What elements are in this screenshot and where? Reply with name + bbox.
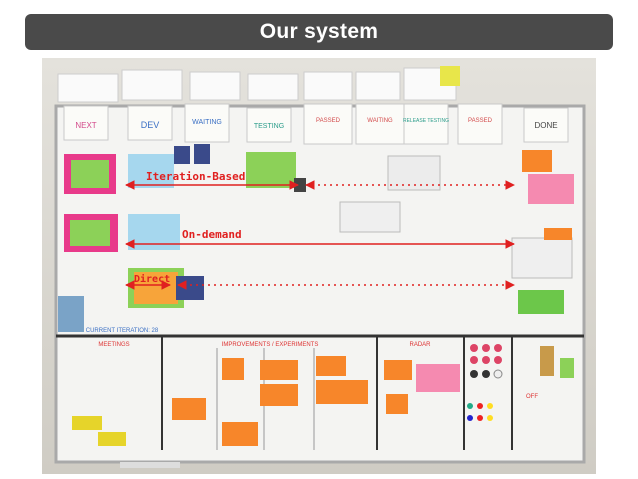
section-radar: RADAR	[409, 342, 431, 348]
section-meetings: MEETINGS	[98, 342, 129, 348]
slide-title-bar: Our system	[25, 14, 613, 50]
label-iteration-based: Iteration-Based	[146, 170, 245, 183]
col-label-0: NEXT	[75, 121, 96, 130]
col-label-6: RELEASE TESTING	[403, 118, 449, 124]
current-iteration: CURRENT ITERATION: 28	[86, 328, 159, 334]
label-direct: Direct	[134, 273, 170, 285]
slide-title: Our system	[259, 20, 379, 43]
col-label-8: DONE	[534, 121, 557, 130]
board-illustration: NEXT DEV WAITING TESTING PASSED WAITING …	[42, 58, 596, 474]
label-on-demand: On-demand	[182, 228, 242, 241]
col-label-3: TESTING	[254, 123, 284, 130]
flow-arrows	[125, 180, 515, 290]
col-label-5: WAITING	[367, 118, 393, 124]
section-off: OFF	[526, 394, 538, 400]
kanban-board-photo: NEXT DEV WAITING TESTING PASSED WAITING …	[42, 58, 596, 474]
col-label-1: DEV	[141, 120, 160, 130]
col-label-7: PASSED	[468, 118, 493, 124]
col-label-4: PASSED	[316, 118, 341, 124]
col-label-2: WAITING	[192, 119, 222, 126]
column-headers: NEXT DEV WAITING TESTING PASSED WAITING …	[63, 103, 569, 145]
section-improvements: IMPROVEMENTS / EXPERIMENTS	[222, 342, 319, 348]
